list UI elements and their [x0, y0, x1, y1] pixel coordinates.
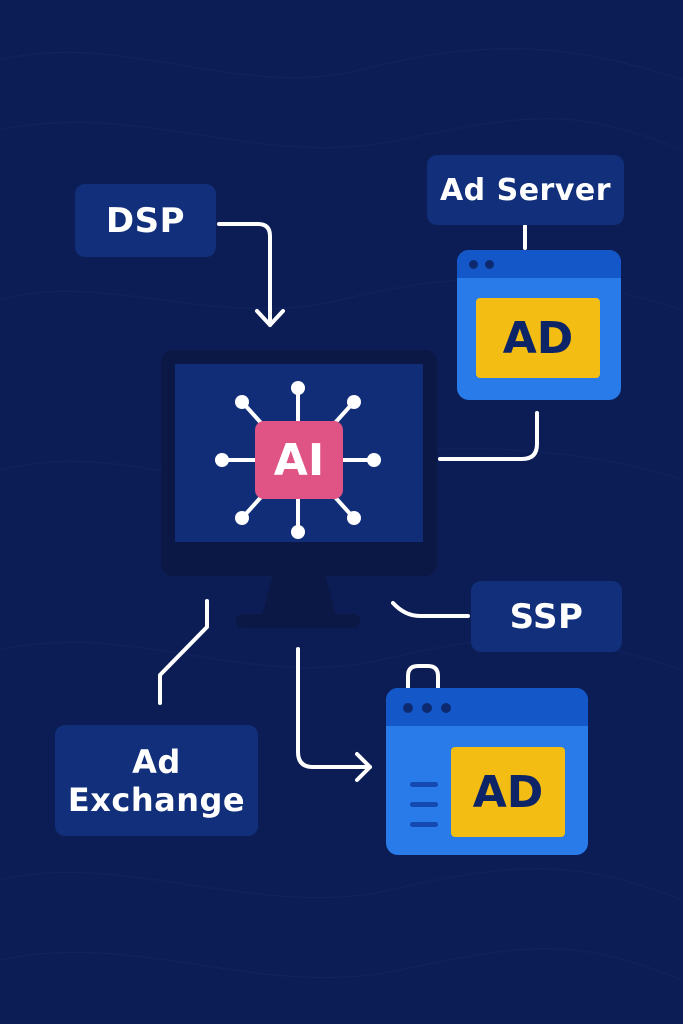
ai-to-browser-connector — [296, 647, 372, 769]
ad-exchange-label-line2: Exchange — [67, 780, 246, 819]
ssp-label: SSP — [509, 596, 584, 637]
monitor-stand-base — [236, 614, 360, 628]
window-dot-icon — [469, 260, 478, 269]
ai-chip-label: AI — [273, 434, 325, 486]
dsp-label-box: DSP — [75, 184, 216, 257]
ai-to-adserver-connector — [438, 411, 539, 461]
window-dot-icon — [422, 703, 432, 713]
browser-titlebar — [386, 688, 588, 726]
ad-banner-top: AD — [476, 298, 600, 378]
window-dot-icon — [441, 703, 451, 713]
ad-server-label: Ad Server — [439, 172, 612, 208]
browser-titlebar — [457, 250, 621, 278]
ad-banner-bottom: AD — [451, 747, 565, 837]
ssp-label-box: SSP — [471, 581, 622, 652]
ad-exchange-label-box: Ad Exchange — [55, 725, 258, 836]
dsp-label: DSP — [105, 200, 186, 241]
exchange-to-ai-connector — [158, 599, 209, 705]
menu-line-icon — [410, 822, 438, 827]
ai-chip: AI — [255, 421, 343, 499]
dsp-to-ai-connector — [217, 222, 272, 327]
ad-server-label-box: Ad Server — [427, 155, 624, 225]
menu-line-icon — [410, 782, 438, 787]
browser-arrowhead — [355, 752, 372, 782]
ad-banner-top-label: AD — [502, 312, 574, 364]
monitor-stand-neck — [262, 576, 336, 616]
browser-hanger-icon — [406, 664, 440, 692]
ad-banner-bottom-label: AD — [472, 766, 544, 818]
ssp-connector — [391, 601, 470, 618]
ad-exchange-label-line1: Ad — [132, 742, 181, 781]
dsp-arrowhead — [255, 309, 285, 327]
window-dot-icon — [403, 703, 413, 713]
menu-line-icon — [410, 802, 438, 807]
window-dot-icon — [485, 260, 494, 269]
